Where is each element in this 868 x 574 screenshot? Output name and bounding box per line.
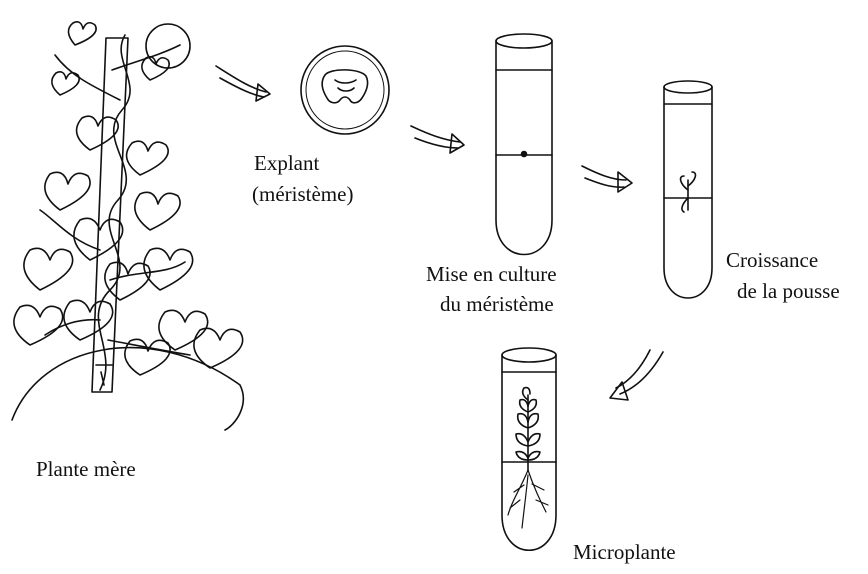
meristem-shape xyxy=(322,70,368,103)
growth-tube xyxy=(664,81,712,298)
arrow-plant-to-explant xyxy=(216,66,270,101)
mother-plant xyxy=(12,22,243,430)
arrow-explant-to-culture xyxy=(411,126,464,153)
culture-tube xyxy=(496,34,552,255)
label-mise-en-culture: Mise en culture xyxy=(426,262,557,286)
label-du-meristeme: du méristème xyxy=(440,292,554,316)
label-croissance: Croissance xyxy=(726,248,818,272)
plant-leaves xyxy=(14,22,243,375)
label-de-la-pousse: de la pousse xyxy=(737,279,840,303)
roots xyxy=(508,470,548,528)
arrow-growth-to-microplant xyxy=(610,350,663,400)
label-explant: Explant xyxy=(254,151,319,175)
arrow-culture-to-growth xyxy=(582,166,632,192)
microplant-tube xyxy=(502,348,556,550)
label-meristeme: (méristème) xyxy=(252,182,353,206)
label-plante-mere: Plante mère xyxy=(36,457,136,481)
soil-mound xyxy=(12,348,243,430)
explant-dish xyxy=(301,46,389,134)
label-microplante: Microplante xyxy=(573,540,676,564)
